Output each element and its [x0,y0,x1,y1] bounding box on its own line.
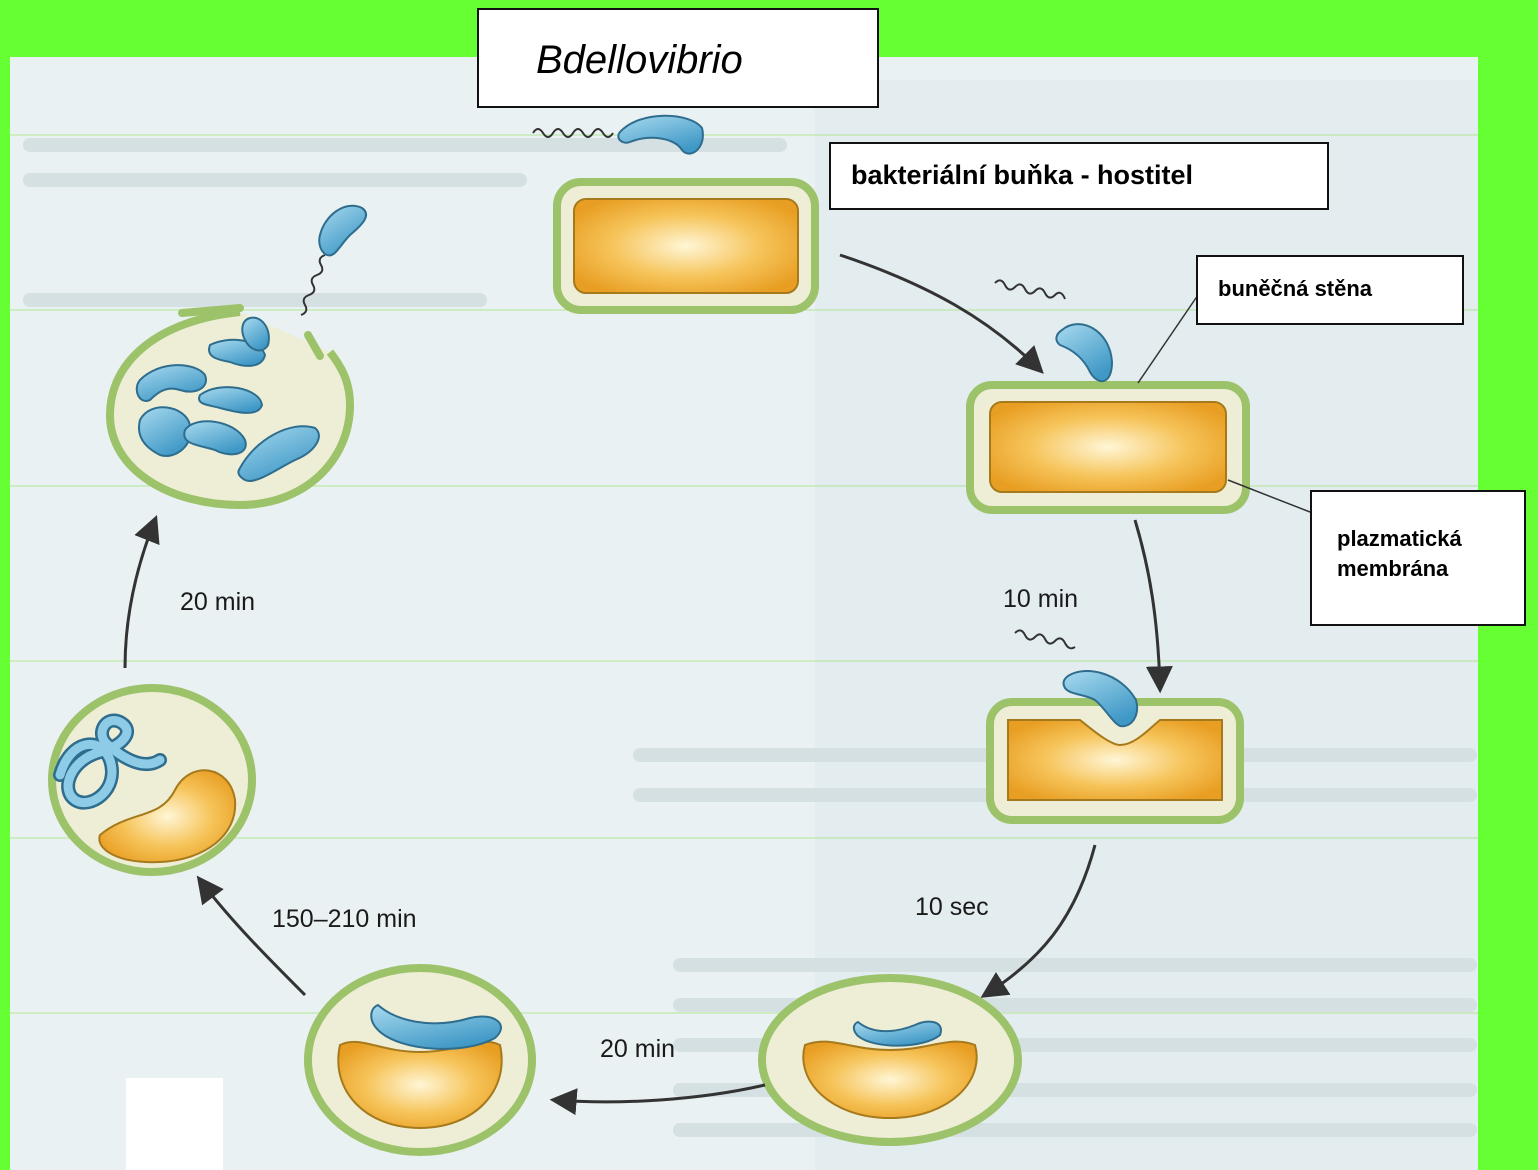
title: Bdellovibrio [536,38,877,83]
cell-wall-label-box: buněčná stěna [1196,255,1464,325]
plasma-membrane-label-box: plazmatická membrána [1310,490,1526,626]
cytoplasm [574,199,798,293]
plasma-membrane-label-line2: membrána [1337,554,1524,584]
host-cell-1 [557,182,815,310]
title-box: Bdellovibrio [477,8,879,108]
cell-wall-label: buněčná stěna [1218,276,1462,302]
step-time-penetrate: 10 sec [915,893,989,922]
bdelloplast [762,978,1018,1142]
step-time-lysis: 20 min [180,588,255,617]
step-time-elongate: 150–210 min [272,905,417,934]
step-time-bdelloplast: 20 min [600,1035,675,1064]
bdelloplast-filament [52,688,252,872]
plasma-membrane-label-line1: plazmatická [1337,524,1524,554]
host-cell-label: bakteriální buňka - hostitel [851,160,1327,191]
bdelloplast-growth [308,968,532,1152]
host-cell-label-box: bakteriální buňka - hostitel [829,142,1329,210]
white-block [126,1078,223,1170]
cytoplasm [990,402,1226,492]
cell-wall-fragment [182,308,240,313]
step-time-attach: 10 min [1003,585,1078,614]
